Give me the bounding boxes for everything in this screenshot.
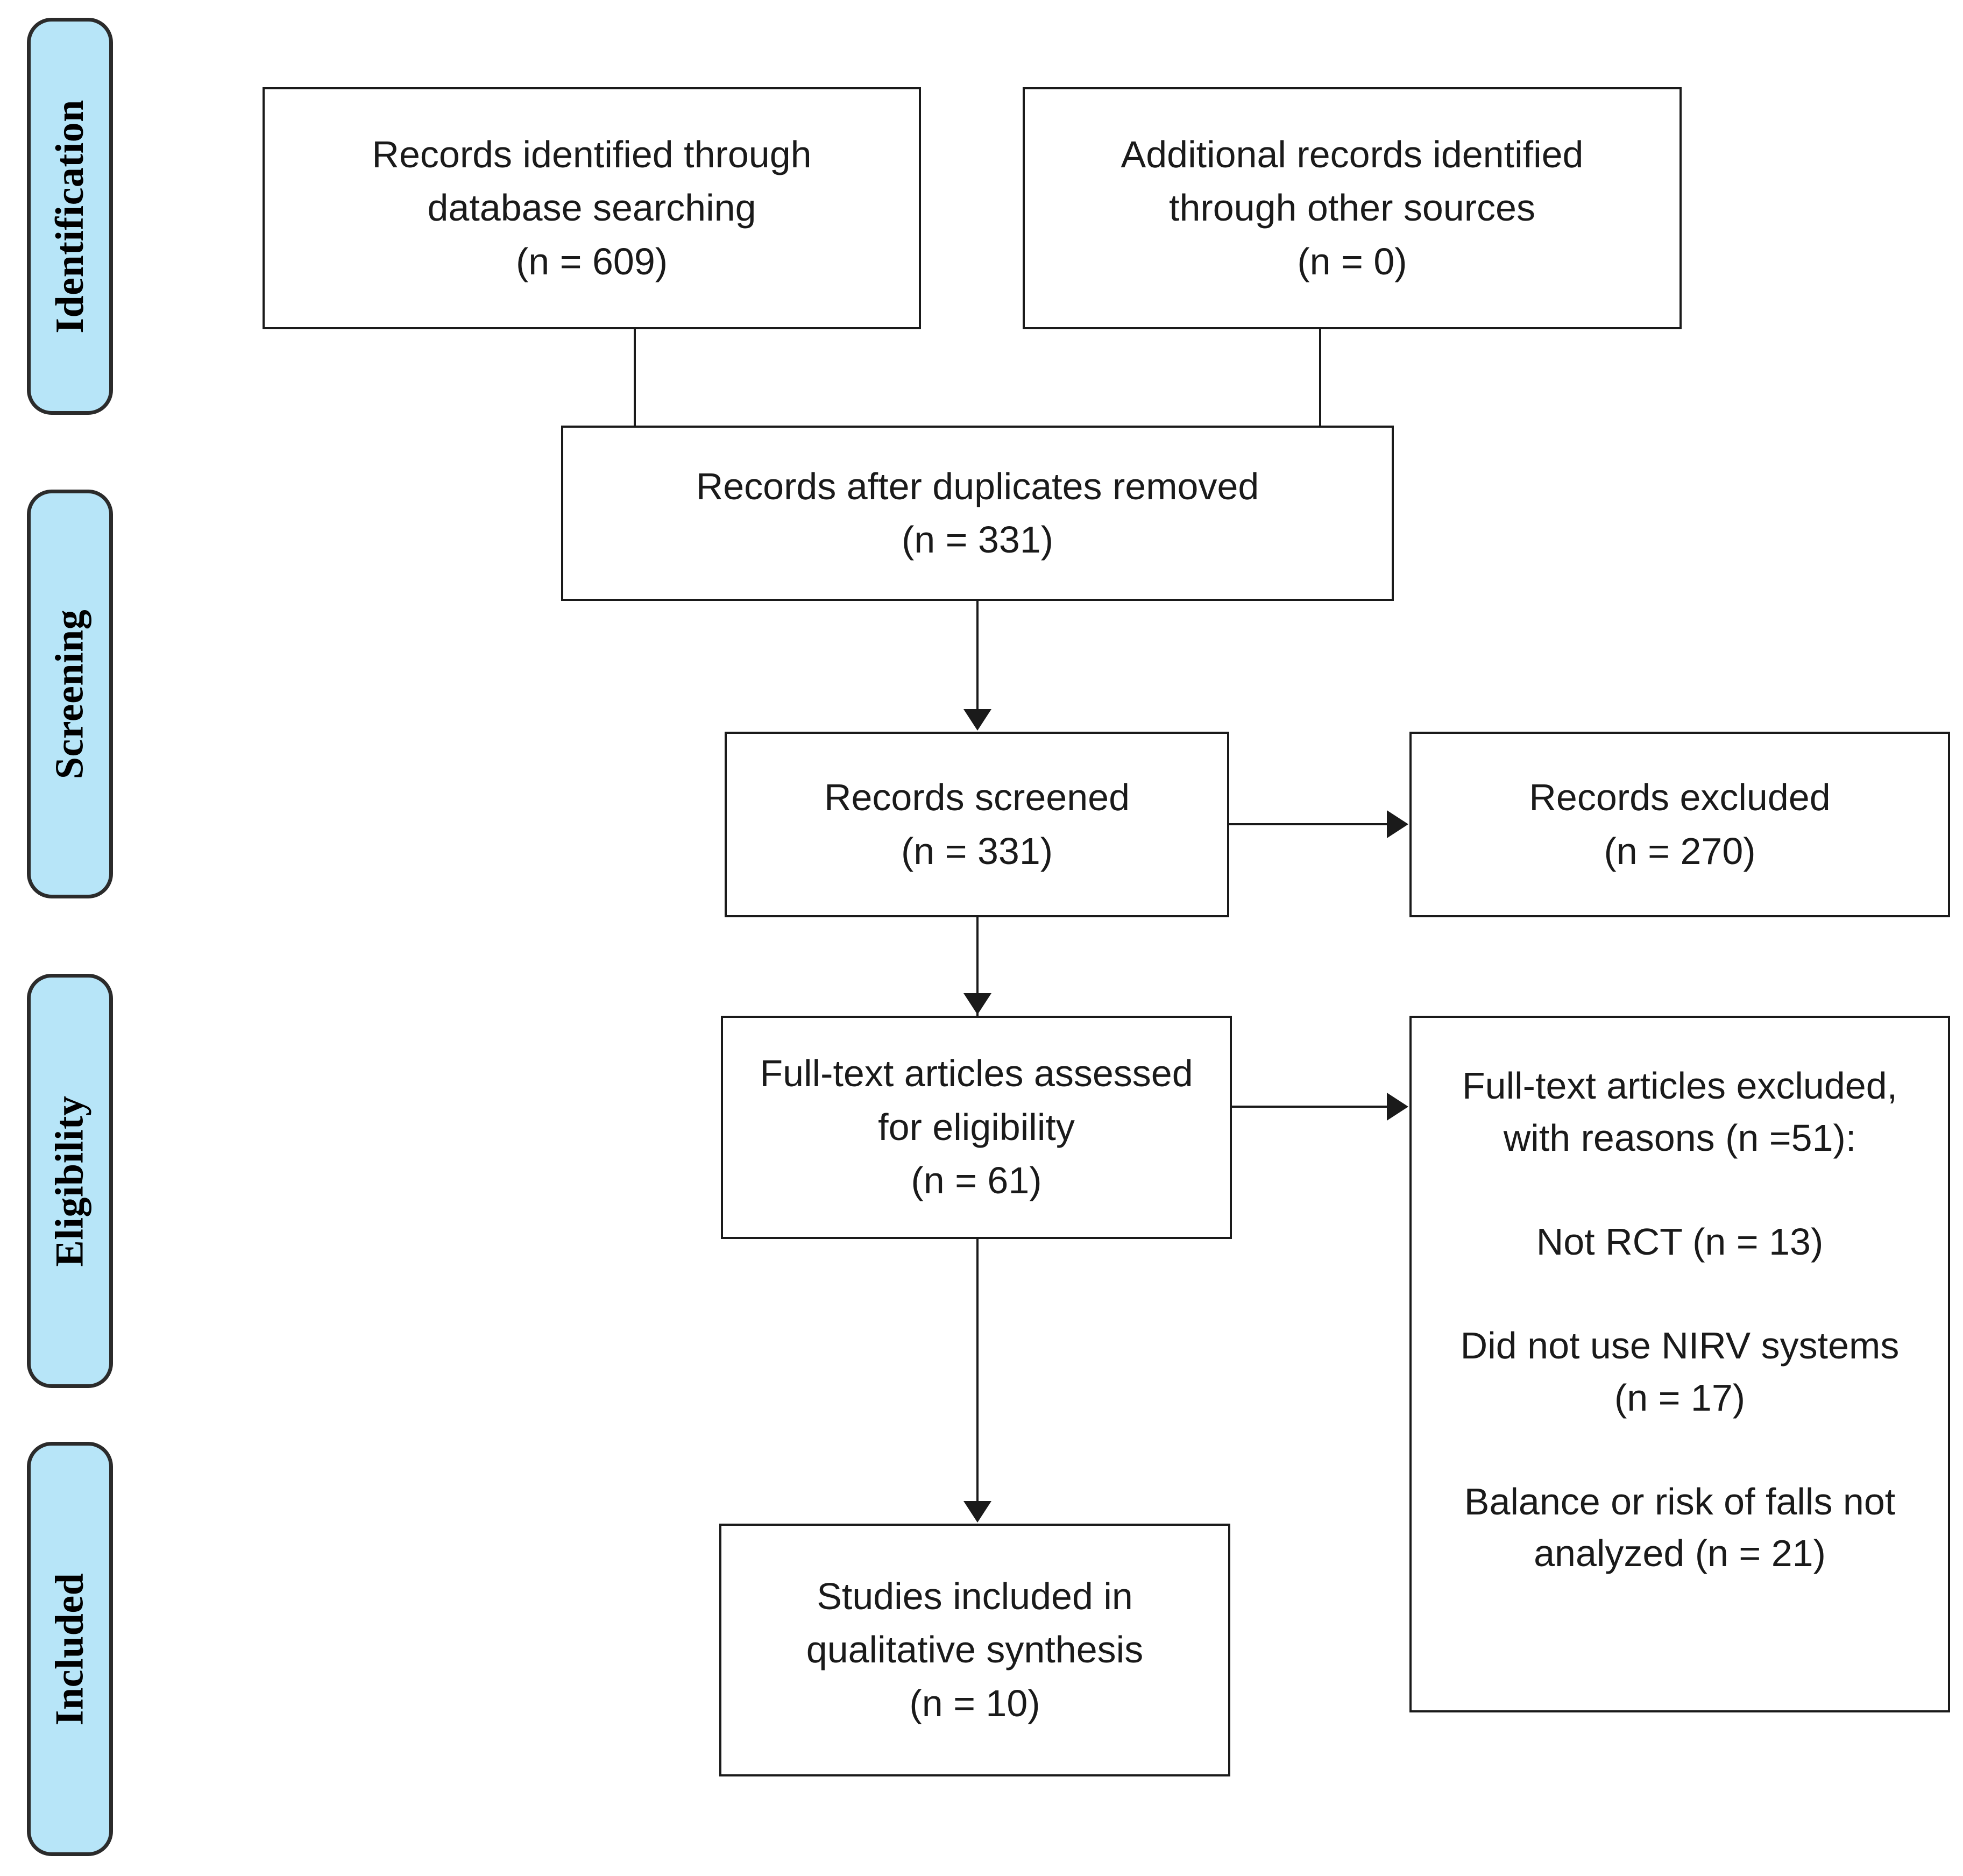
connector-screened-to-excluded xyxy=(1229,823,1388,825)
box-records-after-duplicates-removed-text: Records after duplicates removed (n = 33… xyxy=(696,465,1259,561)
box-studies-included-qualitative-synthesis-text: Studies included in qualitative synthesi… xyxy=(806,1575,1144,1724)
stage-tab-included: Included xyxy=(27,1442,113,1856)
connector-other-to-duplicates xyxy=(1319,329,1321,427)
arrowhead-duplicates-to-screened xyxy=(963,709,991,731)
box-records-excluded-text: Records excluded (n = 270) xyxy=(1529,776,1831,872)
connector-fulltext-to-included xyxy=(976,1239,979,1513)
box-additional-records-other-sources-text: Additional records identified through ot… xyxy=(1121,133,1584,282)
box-full-text-articles-excluded-text: Full-text articles excluded, with reason… xyxy=(1460,1065,1900,1575)
box-full-text-articles-assessed: Full-text articles assessed for eligibil… xyxy=(721,1016,1232,1239)
stage-tab-screening: Screening xyxy=(27,490,113,898)
stage-tab-included-label: Included xyxy=(47,1573,92,1725)
box-full-text-articles-excluded: Full-text articles excluded, with reason… xyxy=(1409,1016,1950,1712)
connector-db-to-duplicates xyxy=(634,329,636,427)
box-records-after-duplicates-removed: Records after duplicates removed (n = 33… xyxy=(561,426,1394,601)
arrowhead-fulltext-to-included xyxy=(963,1501,991,1523)
connector-duplicates-to-screened xyxy=(976,601,979,711)
box-full-text-articles-assessed-text: Full-text articles assessed for eligibil… xyxy=(760,1052,1193,1202)
stage-tab-screening-label: Screening xyxy=(47,609,92,779)
stage-tab-eligibility: Eligibility xyxy=(27,974,113,1388)
arrowhead-screened-to-fulltext xyxy=(963,993,991,1015)
connector-screened-to-fulltext xyxy=(976,917,979,1017)
box-records-identified-database-text: Records identified through database sear… xyxy=(372,133,812,282)
box-studies-included-qualitative-synthesis: Studies included in qualitative synthesi… xyxy=(719,1524,1230,1776)
stage-tab-eligibility-label: Eligibility xyxy=(47,1095,92,1267)
arrowhead-fulltext-to-excluded-reasons xyxy=(1387,1093,1408,1121)
box-records-excluded: Records excluded (n = 270) xyxy=(1409,732,1950,917)
arrowhead-screened-to-excluded xyxy=(1387,810,1408,838)
stage-tab-identification-label: Identification xyxy=(47,99,92,334)
box-records-screened: Records screened (n = 331) xyxy=(725,732,1229,917)
box-additional-records-other-sources: Additional records identified through ot… xyxy=(1023,87,1682,329)
box-records-identified-database: Records identified through database sear… xyxy=(263,87,921,329)
stage-tab-identification: Identification xyxy=(27,18,113,415)
box-records-screened-text: Records screened (n = 331) xyxy=(824,776,1130,872)
connector-fulltext-to-excluded-reasons xyxy=(1232,1106,1388,1108)
